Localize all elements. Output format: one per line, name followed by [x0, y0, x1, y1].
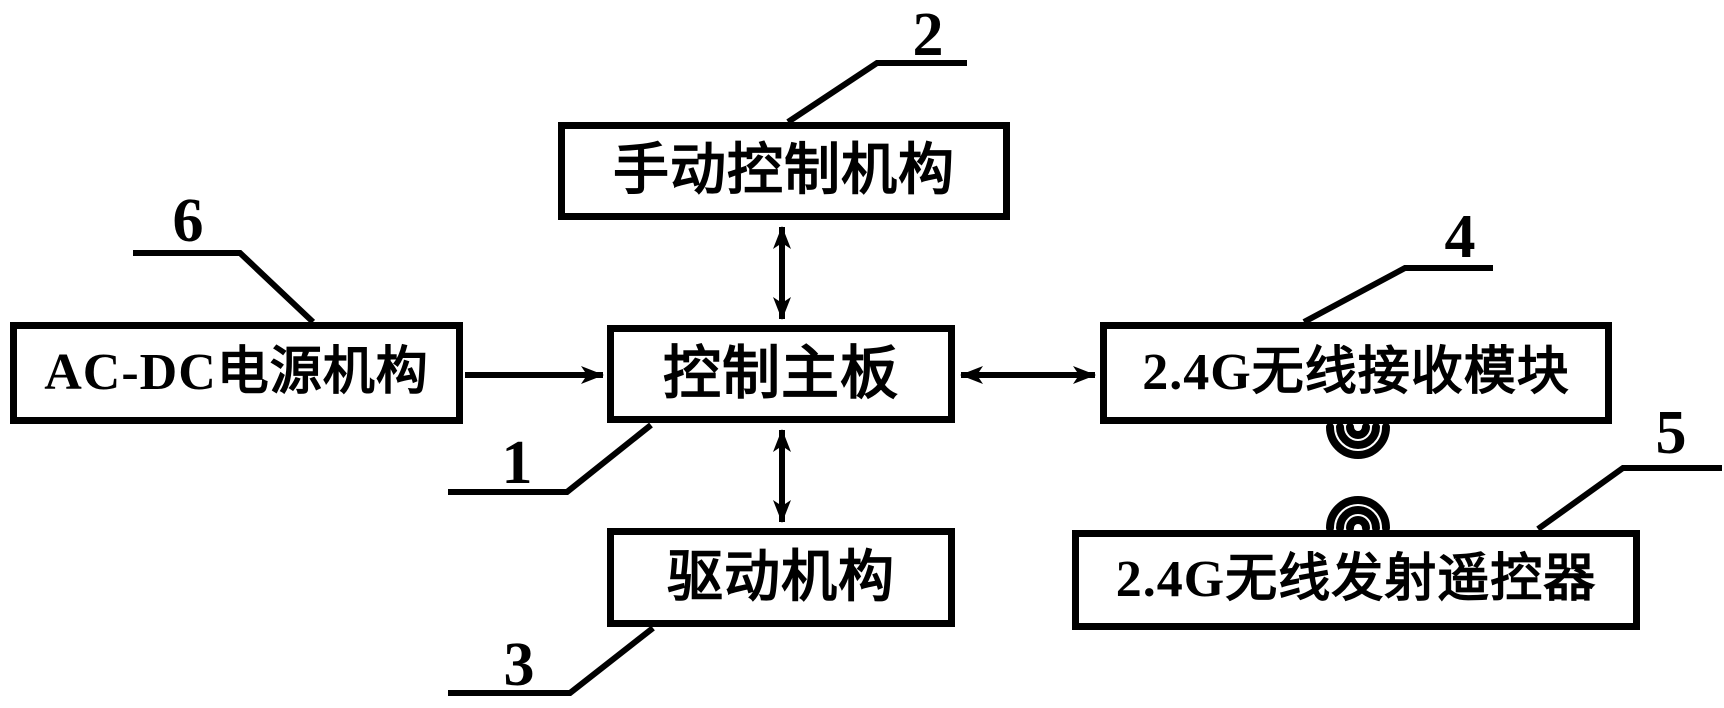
node-label: 2.4G无线接收模块	[1142, 344, 1570, 401]
leader-line-5	[1536, 465, 1722, 532]
node-2.4g-wireless-transmitter-remote: 2.4G无线发射遥控器	[1072, 530, 1640, 630]
wireless-waves-remote-icon	[1326, 496, 1390, 532]
ref-numeral-rf-remote: 5	[1655, 399, 1687, 467]
ref-numeral-rf-receiver: 4	[1444, 203, 1476, 271]
node-label: 手动控制机构	[613, 140, 955, 202]
node-label: 控制主板	[662, 341, 899, 406]
wireless-waves-receiver-icon	[1326, 423, 1390, 459]
node-label: AC-DC电源机构	[44, 344, 429, 401]
node-label: 2.4G无线发射遥控器	[1115, 551, 1597, 608]
leader-line-2	[786, 60, 967, 125]
ref-numeral-manual-control: 2	[912, 1, 944, 69]
node-drive-mechanism: 驱动机构	[607, 528, 955, 627]
ref-numeral-ac-dc-power: 6	[172, 187, 204, 255]
node-manual-control-mechanism: 手动控制机构	[558, 122, 1010, 220]
node-ac-dc-power-mechanism: AC-DC电源机构	[10, 322, 463, 424]
ref-numeral-control-board: 1	[501, 429, 533, 497]
leader-line-6	[133, 250, 316, 325]
node-2.4g-wireless-receiver-module: 2.4G无线接收模块	[1100, 322, 1612, 424]
leader-line-4	[1302, 265, 1493, 325]
node-label: 驱动机构	[667, 546, 895, 609]
ref-numeral-drive-mechanism: 3	[503, 631, 535, 699]
node-control-main-board: 控制主板	[607, 325, 955, 423]
